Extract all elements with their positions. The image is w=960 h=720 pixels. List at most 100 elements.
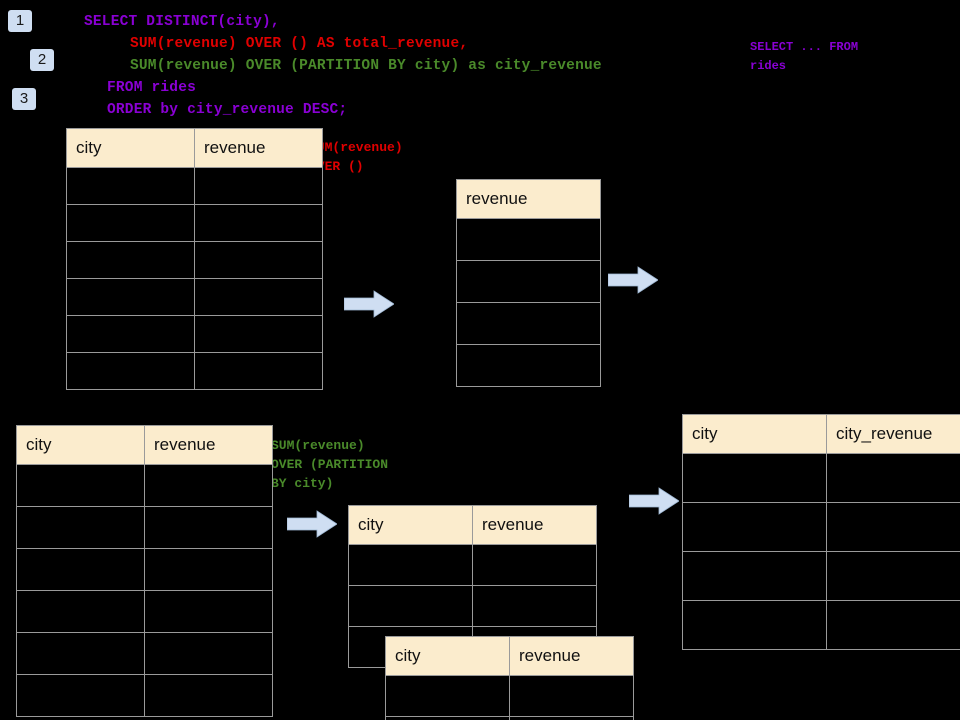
table-cell-empty bbox=[66, 167, 195, 205]
step-badge-3: 3 bbox=[12, 88, 36, 110]
table-cell-empty bbox=[16, 590, 145, 633]
table-row bbox=[16, 590, 273, 633]
table-cell-empty bbox=[66, 241, 195, 279]
table-cell-empty bbox=[682, 600, 827, 650]
column-header-city: city bbox=[16, 425, 145, 465]
total-revenue-table: revenue bbox=[456, 179, 601, 387]
sql-line-1: SELECT DISTINCT(city), bbox=[84, 14, 280, 30]
table-cell-empty bbox=[144, 464, 273, 507]
table-cell-empty bbox=[144, 590, 273, 633]
table-cell-empty bbox=[348, 544, 473, 586]
table-cell-empty bbox=[194, 352, 323, 390]
column-header-city_revenue: city_revenue bbox=[826, 414, 960, 454]
table-cell-empty bbox=[456, 218, 601, 261]
table-cell-empty bbox=[144, 506, 273, 549]
column-header-city: city bbox=[385, 636, 510, 676]
table-cell-empty bbox=[194, 167, 323, 205]
table-cell-empty bbox=[66, 278, 195, 316]
table-cell-empty bbox=[509, 716, 634, 720]
table-cell-empty bbox=[682, 551, 827, 601]
table-row bbox=[66, 352, 323, 390]
sql-line-2: SUM(revenue) OVER () AS total_revenue, bbox=[130, 36, 469, 52]
table-cell-empty bbox=[472, 544, 597, 586]
table-row bbox=[456, 218, 601, 261]
sum-over-partition: SUM(revenue) OVER (PARTITION BY city) bbox=[271, 438, 389, 491]
column-header-revenue: revenue bbox=[144, 425, 273, 465]
table-cell-empty bbox=[16, 548, 145, 591]
table-cell-empty bbox=[144, 632, 273, 675]
arrow-flow-4 bbox=[628, 486, 680, 516]
arrow-flow-1 bbox=[343, 289, 395, 319]
step-badge-2: 2 bbox=[30, 49, 54, 71]
table-row bbox=[66, 204, 323, 242]
table-row bbox=[682, 502, 960, 552]
table-row bbox=[456, 344, 601, 387]
table-cell-empty bbox=[826, 453, 960, 503]
column-header-city: city bbox=[66, 128, 195, 168]
table-row bbox=[66, 278, 323, 316]
table-cell-empty bbox=[348, 585, 473, 627]
table-cell-empty bbox=[826, 551, 960, 601]
table-cell-empty bbox=[16, 674, 145, 717]
column-header-revenue: revenue bbox=[472, 505, 597, 545]
table-cell-empty bbox=[194, 204, 323, 242]
sql-line-3: SUM(revenue) OVER (PARTITION BY city) as… bbox=[130, 58, 602, 74]
table-cell-empty bbox=[144, 548, 273, 591]
table-row bbox=[682, 453, 960, 503]
table-cell-empty bbox=[682, 502, 827, 552]
table-row bbox=[682, 551, 960, 601]
table-row bbox=[66, 315, 323, 353]
step-badge-1: 1 bbox=[8, 10, 32, 32]
table-cell-empty bbox=[826, 600, 960, 650]
sql-line-5: ORDER by city_revenue DESC; bbox=[107, 102, 348, 118]
column-header-city: city bbox=[348, 505, 473, 545]
table-cell-empty bbox=[194, 241, 323, 279]
column-header-revenue: revenue bbox=[509, 636, 634, 676]
table-cell-empty bbox=[826, 502, 960, 552]
table-cell-empty bbox=[509, 675, 634, 717]
table-row bbox=[16, 464, 273, 507]
table-cell-empty bbox=[66, 204, 195, 242]
table-cell-empty bbox=[385, 716, 510, 720]
column-header-revenue: revenue bbox=[194, 128, 323, 168]
table-row bbox=[348, 544, 597, 586]
table-cell-empty bbox=[66, 315, 195, 353]
table-cell-empty bbox=[682, 453, 827, 503]
table-row bbox=[348, 585, 597, 627]
table-cell-empty bbox=[456, 344, 601, 387]
table-cell-empty bbox=[385, 675, 510, 717]
table-row bbox=[66, 241, 323, 279]
sum-over-empty: SUM(revenue) OVER () bbox=[309, 140, 403, 174]
table-cell-empty bbox=[456, 260, 601, 303]
table-row bbox=[16, 506, 273, 549]
table-row bbox=[385, 716, 634, 720]
column-header-revenue: revenue bbox=[456, 179, 601, 219]
table-cell-empty bbox=[194, 278, 323, 316]
table-cell-empty bbox=[16, 506, 145, 549]
table-cell-empty bbox=[472, 585, 597, 627]
table-row bbox=[66, 167, 323, 205]
column-header-city: city bbox=[682, 414, 827, 454]
table-header-row: revenue bbox=[456, 179, 601, 219]
sql-side-note: SELECT ... FROM rides bbox=[750, 40, 859, 73]
table-cell-empty bbox=[16, 632, 145, 675]
table-row bbox=[385, 675, 634, 717]
table-cell-empty bbox=[16, 464, 145, 507]
table-row bbox=[16, 674, 273, 717]
table-row bbox=[456, 302, 601, 345]
table-cell-empty bbox=[194, 315, 323, 353]
table-row bbox=[682, 600, 960, 650]
arrow-flow-3 bbox=[286, 509, 338, 539]
arrow-flow-2 bbox=[607, 265, 659, 295]
sql-line-4: FROM rides bbox=[107, 80, 197, 96]
table-row bbox=[456, 260, 601, 303]
table-row bbox=[16, 632, 273, 675]
